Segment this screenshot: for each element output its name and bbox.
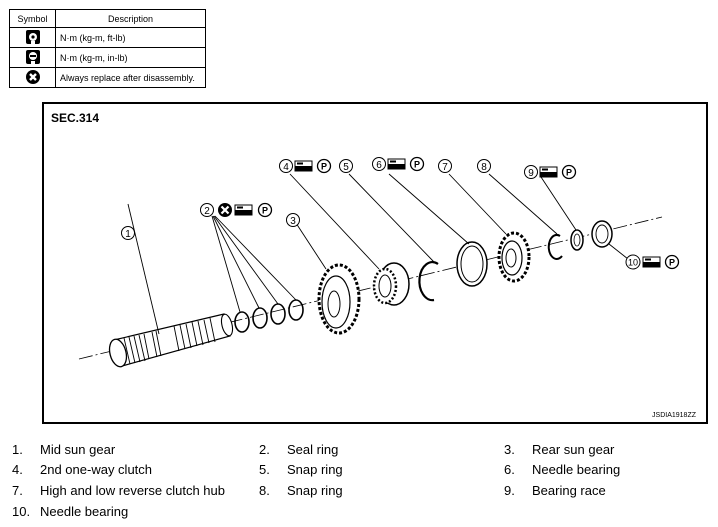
petroleum-jelly-icon [234,204,253,216]
svg-text:1: 1 [125,229,131,240]
apply-icon: P [409,156,425,172]
petroleum-jelly-icon [387,158,406,170]
petroleum-jelly-icon [539,166,558,178]
legend-header-symbol: Symbol [9,9,56,28]
rear-sun-gear-part [293,219,361,335]
svg-text:P: P [566,168,572,178]
torque-wrench-ftlb-icon [9,27,56,48]
svg-text:P: P [669,258,675,268]
exploded-view-figure: SEC.314 [42,102,708,424]
figure-code: JSDIA1918ZZ [652,412,696,419]
callout-8: 8 [477,159,491,173]
svg-text:5: 5 [343,162,349,173]
apply-icon: P [664,254,680,270]
svg-text:7: 7 [442,162,448,173]
needle-bearing-part [388,173,488,287]
apply-icon: P [561,164,577,180]
bearing-race-part [540,176,584,251]
torque-wrench-inlb-icon [9,47,56,68]
svg-text:6: 6 [376,160,382,171]
callout-10: 10 [625,254,641,270]
clutch-hub-part [448,173,531,283]
callout-9: 9 [524,165,538,179]
callout-4: 4 [279,159,293,173]
snap-ring-2-part [488,173,563,260]
svg-text:8: 8 [481,162,487,173]
svg-text:P: P [321,162,327,172]
symbol-legend-table: Symbol Description N·m (kg-m, ft-lb) N·m… [9,9,206,88]
mid-sun-gear-part [108,203,234,368]
legend-row-2-text: N·m (kg-m, in-lb) [55,47,206,68]
callout-2: 2 [200,203,214,217]
petroleum-jelly-icon [642,256,661,268]
needle-bearing-2-part [591,220,629,260]
svg-text:10: 10 [628,258,638,268]
callout-5: 5 [339,159,353,173]
exploded-diagram-drawing: 1 2 3 4 5 6 7 8 9 10 P P P P P [78,156,680,368]
always-replace-icon [9,67,56,88]
svg-text:P: P [262,206,268,216]
svg-text:4: 4 [283,162,289,173]
apply-icon: P [257,202,273,218]
always-replace-icon [218,203,232,217]
one-way-clutch-part [289,173,410,306]
seal-rings-part [211,215,304,333]
svg-text:3: 3 [290,216,296,227]
callout-3: 3 [286,213,300,227]
legend-header-description: Description [55,9,206,28]
callout-7: 7 [438,159,452,173]
petroleum-jelly-icon [294,160,313,172]
legend-row-1-text: N·m (kg-m, ft-lb) [55,27,206,48]
svg-text:P: P [414,160,420,170]
svg-text:2: 2 [204,206,210,217]
callout-6: 6 [372,157,386,171]
snap-ring-part [348,173,439,302]
section-label: SEC.314 [51,111,100,125]
callout-1: 1 [121,226,135,240]
apply-icon: P [316,158,332,174]
legend-row-3-text: Always replace after disassembly. [55,67,206,88]
svg-text:9: 9 [528,168,534,179]
